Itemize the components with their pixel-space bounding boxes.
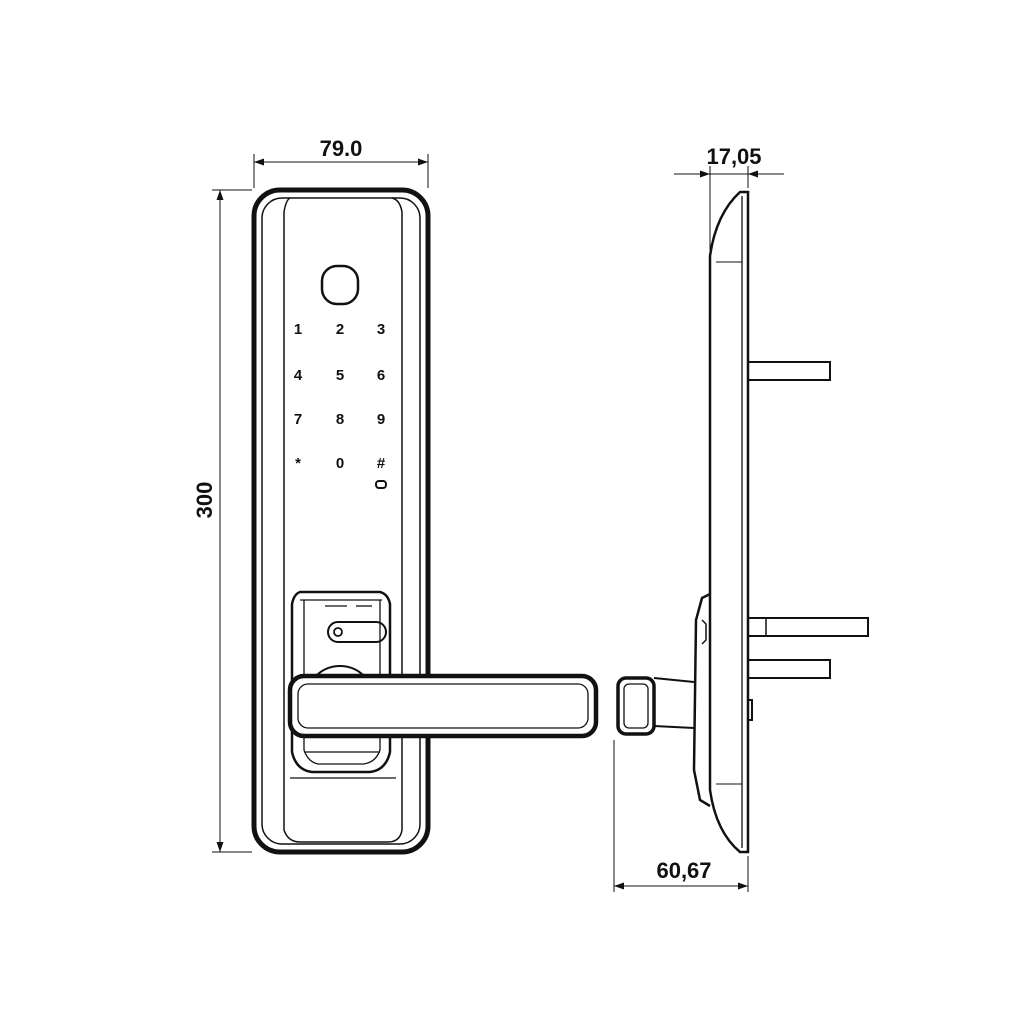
lever-end-inner <box>623 683 649 729</box>
key-cover-dot <box>333 627 343 637</box>
mount-spindle <box>747 617 869 637</box>
fingerprint-sensor[interactable] <box>320 264 360 306</box>
key-hash[interactable]: # <box>377 455 386 472</box>
dimension-height: 300 <box>192 189 252 853</box>
lever-neck <box>653 677 695 729</box>
dimension-width-front: 79.0 <box>253 136 429 188</box>
dimension-width-label: 79.0 <box>320 136 363 161</box>
lock-indicator-icon <box>375 480 387 489</box>
key-5[interactable]: 5 <box>336 367 344 384</box>
key-star[interactable]: * <box>295 455 301 472</box>
key-3[interactable]: 3 <box>377 321 385 338</box>
handle-hub <box>692 592 711 808</box>
front-body-inner <box>261 197 421 845</box>
handle-hub-notch <box>748 699 753 721</box>
dimension-side-thickness: 17,05 <box>674 144 784 250</box>
handle-rosette <box>290 590 392 774</box>
key-2[interactable]: 2 <box>336 321 344 338</box>
dimension-depth-label: 60,67 <box>656 858 711 883</box>
key-4[interactable]: 4 <box>294 367 303 384</box>
lever-handle[interactable] <box>287 673 599 739</box>
key-9[interactable]: 9 <box>377 411 385 428</box>
side-body-profile <box>708 190 750 854</box>
front-view: 1 2 3 4 5 6 7 8 9 * 0 # <box>251 187 599 855</box>
lever-end[interactable] <box>616 676 656 736</box>
key-8[interactable]: 8 <box>336 411 344 428</box>
dimension-thickness-label: 17,05 <box>706 144 761 169</box>
key-6[interactable]: 6 <box>377 367 385 384</box>
mount-screw-top <box>747 361 831 381</box>
dimension-height-label: 300 <box>192 482 217 519</box>
side-view <box>616 190 869 854</box>
key-cover[interactable] <box>327 621 387 643</box>
dimension-side-depth: 60,67 <box>613 740 749 892</box>
mount-screw-bottom <box>747 659 831 679</box>
front-body-outer <box>251 187 431 855</box>
keypad[interactable]: 1 2 3 4 5 6 7 8 9 * 0 # <box>294 321 386 472</box>
lever-handle-inner <box>297 683 589 729</box>
handle-rosette-inner <box>303 600 381 765</box>
front-face-panel <box>283 197 403 843</box>
key-0[interactable]: 0 <box>336 455 344 472</box>
handle-hub-side <box>701 619 707 645</box>
key-7[interactable]: 7 <box>294 411 302 428</box>
key-1[interactable]: 1 <box>294 321 302 338</box>
